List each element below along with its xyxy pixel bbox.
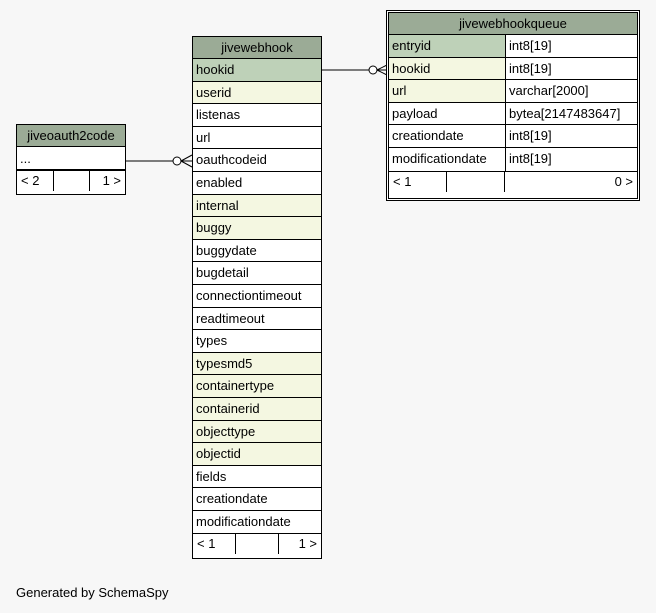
column-name: url	[196, 129, 211, 145]
column-row: buggydate	[193, 240, 321, 263]
column-row: listenas	[193, 104, 321, 127]
table-footer: < 1 1 >	[193, 533, 321, 555]
column-name: url	[389, 80, 505, 102]
column-name: ...	[20, 151, 31, 166]
table-footer: < 1 0 >	[389, 170, 637, 192]
column-name: modificationdate	[392, 150, 487, 166]
column-row: fields	[193, 466, 321, 489]
column-row: objecttype	[193, 420, 321, 444]
column-row: types	[193, 330, 321, 353]
column-row: bugdetail	[193, 262, 321, 285]
column-name: typesmd5	[193, 352, 253, 375]
column-name: objecttype	[193, 420, 256, 443]
column-row: connectiontimeout	[193, 285, 321, 308]
column-name: buggydate	[196, 242, 257, 258]
column-row: containertype	[193, 375, 321, 398]
column-name: userid	[193, 81, 232, 104]
children-count: 0 >	[614, 173, 633, 189]
column-name: creationdate	[392, 128, 464, 144]
column-row: readtimeout	[193, 308, 321, 331]
column-name: enabled	[196, 174, 243, 190]
column-name: types	[196, 333, 228, 349]
table-title: jivewebhookqueue	[389, 13, 637, 35]
footer-spacer	[54, 171, 90, 191]
parents-count: < 1	[389, 171, 447, 192]
column-type: int8[19]	[505, 57, 637, 80]
column-row: internal	[193, 194, 321, 218]
column-row: modificationdate int8[19]	[389, 147, 637, 171]
column-row: userid	[193, 81, 321, 105]
column-name: objectid	[193, 443, 241, 465]
column-name: oauthcodeid	[196, 152, 267, 168]
column-type: int8[19]	[505, 125, 637, 147]
column-type: bytea[2147483647]	[505, 102, 637, 125]
column-row: typesmd5	[193, 352, 321, 376]
column-row: url	[193, 127, 321, 150]
column-row: objectid	[193, 443, 321, 466]
column-name: containertype	[193, 375, 275, 397]
column-name: connectiontimeout	[196, 287, 302, 303]
column-name: bugdetail	[196, 265, 249, 281]
column-name: fields	[196, 468, 227, 484]
column-row: ...	[17, 147, 125, 170]
column-row: enabled	[193, 172, 321, 195]
table-title: jiveoauth2code	[17, 125, 125, 147]
column-name: listenas	[196, 107, 241, 123]
column-name: readtimeout	[196, 310, 265, 326]
column-name: creationdate	[196, 491, 268, 507]
column-row: oauthcodeid	[193, 149, 321, 172]
column-name: hookid	[389, 57, 505, 80]
column-name: entryid	[389, 35, 505, 57]
column-name: hookid	[193, 59, 235, 81]
relation-webhook-to-queue	[321, 63, 390, 77]
table-footer: < 2 1 >	[17, 170, 125, 191]
children-count: 1 >	[298, 536, 317, 552]
column-row: payload bytea[2147483647]	[389, 102, 637, 126]
generated-by-label: Generated by SchemaSpy	[16, 585, 169, 600]
column-row: containerid	[193, 397, 321, 421]
column-name: containerid	[193, 397, 260, 420]
column-name: buggy	[193, 217, 232, 239]
column-name: internal	[193, 194, 239, 217]
column-type: varchar[2000]	[505, 80, 637, 102]
table-jiveoauth2code[interactable]: jiveoauth2code ... < 2 1 >	[16, 124, 126, 195]
column-row: buggy	[193, 217, 321, 240]
column-type: int8[19]	[505, 147, 637, 171]
parents-count: < 1	[193, 534, 236, 555]
column-row: creationdate int8[19]	[389, 125, 637, 148]
children-count: 1 >	[102, 173, 121, 188]
table-title: jivewebhook	[193, 37, 321, 59]
footer-spacer	[447, 171, 505, 192]
column-name: payload	[392, 105, 438, 121]
column-row: creationdate	[193, 488, 321, 511]
column-row: modificationdate	[193, 511, 321, 534]
column-row: hookid	[193, 59, 321, 82]
column-type: int8[19]	[505, 35, 637, 57]
column-name: modificationdate	[196, 513, 291, 529]
footer-spacer	[236, 534, 279, 555]
parents-count: < 2	[17, 171, 54, 191]
relation-oauth2code-to-webhook	[125, 154, 193, 168]
